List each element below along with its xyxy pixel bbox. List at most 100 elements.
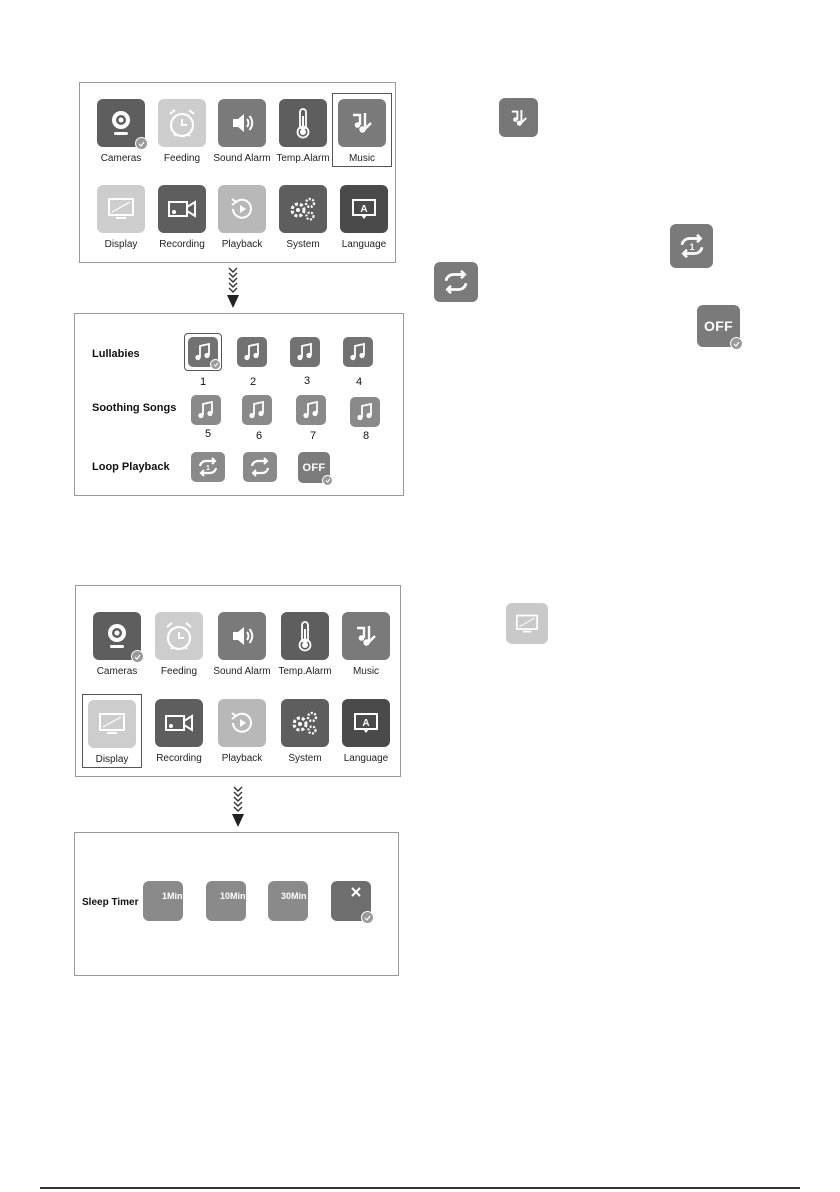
video-camera-icon	[155, 699, 203, 747]
menu-label-cameras: Cameras	[89, 153, 153, 164]
menu-tile-temp-alarm[interactable]: Temp.Alarm	[271, 99, 335, 164]
check-icon	[131, 650, 144, 663]
display-submenu-panel: Sleep Timer 1Min 10Min 30Min	[74, 832, 399, 976]
sleep-timer-10min-button[interactable]: 10Min	[206, 881, 246, 921]
menu-tile-sound-alarm[interactable]: Sound Alarm	[210, 612, 274, 677]
monitor-icon	[97, 185, 145, 233]
soothing-song-6-number: 6	[251, 430, 267, 442]
soothing-songs-label: Soothing Songs	[92, 402, 176, 414]
lullaby-4-number: 4	[351, 376, 367, 388]
loop-single-button[interactable]: 1	[191, 452, 225, 482]
soothing-song-6-button[interactable]	[242, 395, 272, 425]
loop-off-label: OFF	[303, 462, 326, 474]
music-note-icon	[507, 106, 531, 130]
menu-label-system: System	[273, 753, 337, 764]
menu-label-language: Language	[332, 239, 396, 250]
menu-tile-playback[interactable]: Playback	[210, 699, 274, 764]
menu-tile-temp-alarm[interactable]: Temp.Alarm	[273, 612, 337, 677]
down-arrow-icon	[226, 266, 240, 310]
svg-text:1: 1	[206, 465, 210, 472]
lullabies-label: Lullabies	[92, 348, 140, 360]
check-icon	[361, 911, 374, 924]
side-monitor-icon	[506, 603, 548, 644]
check-icon	[730, 337, 743, 350]
repeat-icon	[248, 457, 272, 477]
monitor-icon	[88, 700, 136, 748]
music-note-icon	[296, 342, 314, 362]
menu-tile-system[interactable]: System	[271, 185, 335, 250]
camera-icon	[97, 99, 145, 147]
menu-tile-music[interactable]: Music	[334, 612, 398, 677]
music-note-icon	[197, 400, 215, 420]
language-icon: A	[340, 185, 388, 233]
menu-tile-recording[interactable]: Recording	[150, 185, 214, 250]
lullaby-2-button[interactable]	[237, 337, 267, 367]
repeat-one-icon: 1	[677, 233, 707, 259]
sleep-timer-30min-button[interactable]: 30Min	[268, 881, 308, 921]
close-icon	[351, 887, 361, 897]
menu-label-temp-alarm: Temp.Alarm	[271, 153, 335, 164]
video-camera-icon	[158, 185, 206, 233]
menu-tile-language[interactable]: A Language	[334, 699, 398, 764]
menu-tile-music[interactable]: Music	[332, 93, 392, 167]
menu-label-music: Music	[334, 666, 398, 677]
music-note-icon	[302, 400, 320, 420]
side-repeat-one-icon: 1	[670, 224, 713, 268]
menu-label-display: Display	[89, 239, 153, 250]
menu-tile-display[interactable]: Display	[89, 185, 153, 250]
sleep-timer-off-button[interactable]	[331, 881, 371, 921]
music-note-icon	[342, 612, 390, 660]
check-icon	[210, 359, 221, 370]
music-note-icon	[248, 400, 266, 420]
main-menu-panel-display: Cameras Feeding Sound Alarm Temp.Alarm M…	[75, 585, 401, 777]
menu-label-sound-alarm: Sound Alarm	[210, 666, 274, 677]
menu-tile-language[interactable]: A Language	[332, 185, 396, 250]
menu-tile-display[interactable]: Display	[82, 694, 142, 768]
soothing-song-8-button[interactable]	[350, 397, 380, 427]
svg-text:A: A	[360, 204, 367, 215]
thermometer-icon	[279, 99, 327, 147]
side-off-icon: OFF	[697, 305, 740, 347]
menu-label-display: Display	[83, 754, 141, 765]
menu-tile-system[interactable]: System	[273, 699, 337, 764]
loop-all-button[interactable]	[243, 452, 277, 482]
menu-label-music: Music	[333, 153, 391, 164]
music-note-icon	[356, 402, 374, 422]
main-menu-panel-music: Cameras Feeding Sound Alarm Temp.Alarm M…	[79, 82, 396, 263]
sleep-timer-1min-button[interactable]: 1Min	[143, 881, 183, 921]
sleep-timer-label: Sleep Timer	[82, 897, 139, 908]
soothing-song-5-button[interactable]	[191, 395, 221, 425]
lullaby-1-button[interactable]	[188, 337, 218, 367]
soothing-song-7-button[interactable]	[296, 395, 326, 425]
playback-icon	[218, 699, 266, 747]
menu-tile-sound-alarm[interactable]: Sound Alarm	[210, 99, 274, 164]
music-note-icon	[194, 342, 212, 362]
menu-label-system: System	[271, 239, 335, 250]
svg-text:A: A	[362, 718, 369, 729]
thermometer-icon	[281, 612, 329, 660]
loop-playback-label: Loop Playback	[92, 461, 170, 473]
menu-tile-cameras[interactable]: Cameras	[89, 99, 153, 164]
soothing-song-7-number: 7	[305, 430, 321, 442]
gears-icon	[279, 185, 327, 233]
sleep-timer-30min-label: 30Min	[281, 891, 307, 901]
menu-tile-cameras[interactable]: Cameras	[85, 612, 149, 677]
gears-icon	[281, 699, 329, 747]
menu-tile-feeding[interactable]: Feeding	[150, 99, 214, 164]
check-icon	[135, 137, 148, 150]
svg-text:1: 1	[689, 242, 694, 252]
menu-tile-recording[interactable]: Recording	[147, 699, 211, 764]
menu-label-language: Language	[334, 753, 398, 764]
sleep-timer-10min-label: 10Min	[220, 891, 246, 901]
side-off-label: OFF	[704, 318, 733, 334]
menu-tile-playback[interactable]: Playback	[210, 185, 274, 250]
lullaby-3-button[interactable]	[290, 337, 320, 367]
menu-tile-feeding[interactable]: Feeding	[147, 612, 211, 677]
lullaby-4-button[interactable]	[343, 337, 373, 367]
music-note-icon	[349, 342, 367, 362]
loop-off-button[interactable]: OFF	[298, 452, 330, 483]
speaker-icon	[218, 99, 266, 147]
lullaby-2-number: 2	[245, 376, 261, 388]
side-music-icon	[499, 98, 538, 137]
music-note-icon	[243, 342, 261, 362]
